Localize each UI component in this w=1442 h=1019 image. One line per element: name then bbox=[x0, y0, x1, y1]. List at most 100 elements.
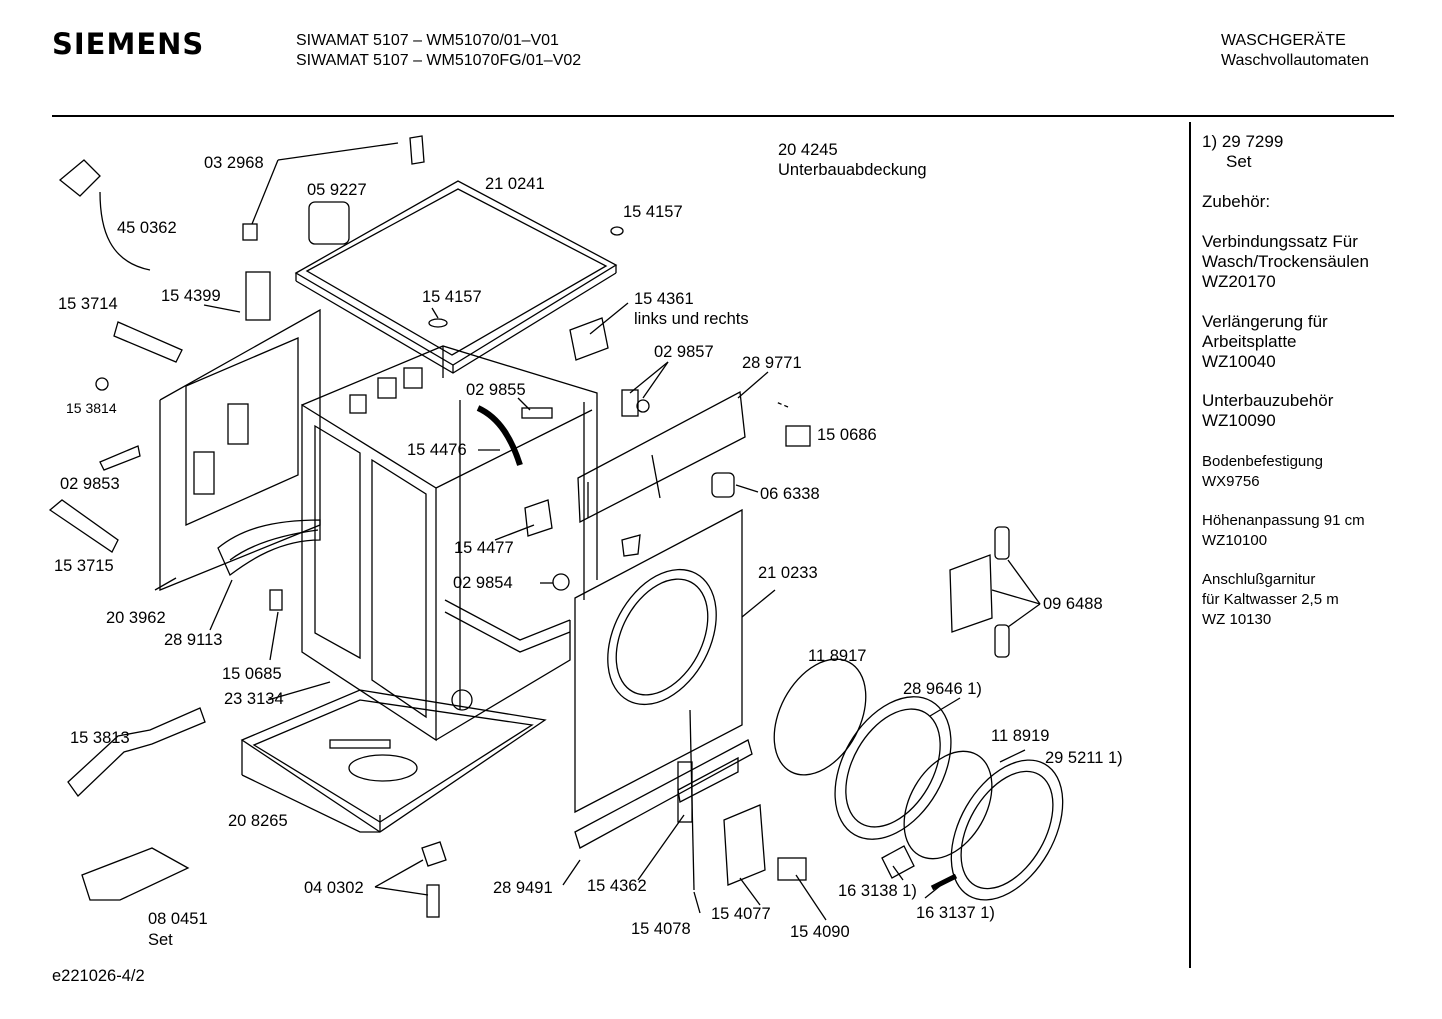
accessory-6-name: Anschlußgarnitur bbox=[1202, 571, 1316, 588]
part-029857 bbox=[621, 389, 639, 417]
bolt-040302 bbox=[426, 884, 440, 918]
plug-154157 bbox=[610, 226, 624, 236]
callout-029854: 02 9854 bbox=[453, 574, 513, 592]
callout-096488: 09 6488 bbox=[1043, 595, 1103, 613]
callout-154157-top: 15 4157 bbox=[623, 203, 683, 221]
accessory-1-name-cont: Wasch/Trockensäulen bbox=[1202, 252, 1369, 271]
callout-153813: 15 3813 bbox=[70, 729, 130, 747]
strip-029853 bbox=[99, 445, 141, 471]
callout-208265: 20 8265 bbox=[228, 812, 288, 830]
callout-153814: 15 3814 bbox=[66, 400, 117, 416]
part-029855 bbox=[521, 407, 553, 419]
hose-153715 bbox=[48, 499, 119, 553]
brand-logo: SIEMENS bbox=[52, 27, 205, 61]
accessory-2-code: WZ10040 bbox=[1202, 352, 1276, 371]
category-line-2: Waschvollautomaten bbox=[1221, 52, 1369, 69]
callout-059227: 05 9227 bbox=[307, 181, 367, 199]
model-line-1: SIWAMAT 5107 – WM51070/01–V01 bbox=[296, 32, 559, 49]
callout-233134: 23 3134 bbox=[224, 690, 284, 708]
wrench-153813 bbox=[67, 707, 206, 797]
door-seal-ring bbox=[773, 658, 867, 776]
part-150685 bbox=[269, 589, 283, 611]
footnote-set-label: Set bbox=[1226, 152, 1252, 171]
base-plinth bbox=[240, 689, 547, 833]
callout-289646: 28 9646 1) bbox=[903, 680, 982, 698]
back-panel bbox=[159, 308, 321, 591]
callout-210233: 21 0233 bbox=[758, 564, 818, 582]
handle-059227 bbox=[308, 201, 350, 245]
callout-163138: 16 3138 1) bbox=[838, 882, 917, 900]
callout-154361: 15 4361 bbox=[634, 290, 694, 308]
callout-289113: 28 9113 bbox=[164, 631, 223, 649]
pin-upper bbox=[994, 526, 1010, 560]
accessory-3-name: Unterbauzubehör bbox=[1202, 391, 1334, 410]
callout-450362: 45 0362 bbox=[117, 219, 177, 237]
callout-080451: 08 0451 bbox=[148, 910, 208, 928]
callout-066338: 06 6338 bbox=[760, 485, 820, 503]
callout-210241: 21 0241 bbox=[485, 175, 545, 193]
callout-154077: 15 4077 bbox=[711, 905, 771, 923]
callout-289491: 28 9491 bbox=[493, 879, 553, 897]
callout-032968: 03 2968 bbox=[204, 154, 264, 172]
callout-080451-note: Set bbox=[148, 931, 173, 949]
callout-150686: 15 0686 bbox=[817, 426, 877, 444]
worktop-part bbox=[294, 180, 618, 374]
upper-kick-plate bbox=[677, 756, 739, 803]
callout-154399: 15 4399 bbox=[161, 287, 221, 305]
callout-163137: 16 3137 1) bbox=[916, 904, 995, 922]
callout-154078: 15 4078 bbox=[631, 920, 691, 938]
callout-154476: 15 4476 bbox=[407, 441, 467, 459]
part-029854 bbox=[552, 573, 570, 591]
callout-118919: 11 8919 bbox=[991, 727, 1050, 745]
callout-154362: 15 4362 bbox=[587, 877, 647, 895]
damper-154362 bbox=[677, 761, 693, 823]
pin-163138 bbox=[881, 845, 915, 879]
callout-150685: 15 0685 bbox=[222, 665, 282, 683]
callout-203962: 20 3962 bbox=[106, 609, 166, 627]
lower-kick-plate bbox=[574, 739, 753, 849]
accessory-6-code: WZ 10130 bbox=[1202, 611, 1272, 628]
accessory-5-code: WZ10100 bbox=[1202, 532, 1268, 549]
clip-153814 bbox=[95, 377, 109, 391]
pin-lower bbox=[994, 624, 1010, 658]
callout-153715: 15 3715 bbox=[54, 557, 114, 575]
callout-295211: 29 5211 1) bbox=[1045, 749, 1123, 767]
accessory-1-code: WZ20170 bbox=[1202, 272, 1276, 291]
hinge-bracket bbox=[949, 554, 993, 633]
arm-154476 bbox=[476, 405, 523, 466]
accessory-5-name: Höhenanpassung 91 cm bbox=[1202, 512, 1365, 529]
accessories-title: Zubehör: bbox=[1202, 192, 1271, 211]
door-frame-ring bbox=[834, 696, 952, 840]
door-outer-ring bbox=[950, 759, 1064, 901]
knob-029857 bbox=[636, 399, 650, 413]
control-bracket bbox=[577, 390, 746, 524]
part-unlabeled bbox=[621, 534, 641, 557]
callout-154157-worktop: 15 4157 bbox=[422, 288, 482, 306]
part-154399 bbox=[245, 271, 271, 321]
callout-154361-note: links und rechts bbox=[634, 310, 749, 328]
footnote-part-number: 1) 29 7299 bbox=[1202, 132, 1284, 151]
hook-154090 bbox=[777, 857, 807, 881]
accessory-4-name: Bodenbefestigung bbox=[1202, 453, 1323, 470]
door-glass bbox=[903, 750, 993, 860]
accessory-4-code: WX9756 bbox=[1202, 473, 1260, 490]
model-line-2: SIWAMAT 5107 – WM51070FG/01–V02 bbox=[296, 52, 582, 69]
callout-204245: 20 4245 bbox=[778, 141, 838, 159]
part-154361 bbox=[569, 317, 609, 361]
callout-029857: 02 9857 bbox=[654, 343, 714, 361]
drawing-id: e221026-4/2 bbox=[52, 967, 145, 985]
accessory-1-name: Verbindungssatz Für bbox=[1202, 232, 1358, 251]
mains-cable bbox=[99, 191, 151, 271]
accessory-6-name-cont: für Kaltwasser 2,5 m bbox=[1202, 591, 1339, 608]
cabinet-frame bbox=[301, 345, 598, 742]
callout-289771: 28 9771 bbox=[742, 354, 802, 372]
accessory-2-name: Verlängerung für bbox=[1202, 312, 1328, 331]
callout-204245-name: Unterbauabdeckung bbox=[778, 161, 927, 179]
part-154477 bbox=[524, 499, 553, 537]
part-150686 bbox=[785, 425, 811, 447]
tool-080451 bbox=[81, 847, 190, 901]
clip-032968-lower bbox=[242, 223, 258, 241]
accessory-2-name-cont: Arbeitsplatte bbox=[1202, 332, 1297, 351]
inlet-hose-valve bbox=[113, 321, 183, 363]
